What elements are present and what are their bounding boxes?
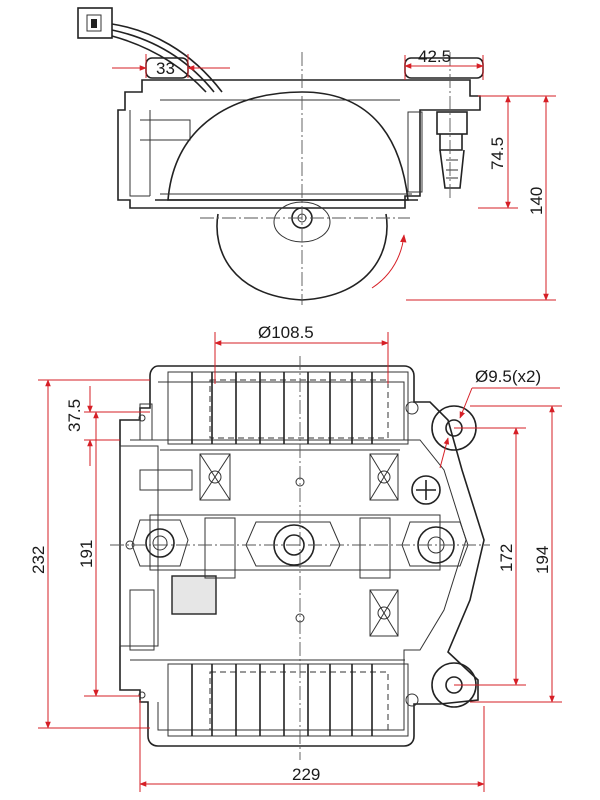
top-view: Ø108.5 Ø9.5(x2) 37.5 232	[29, 323, 562, 792]
dim-42-5-label: 42.5	[418, 47, 451, 66]
dimension-diameter-108-5: Ø108.5	[214, 323, 389, 384]
dimension-194: 194	[470, 405, 562, 703]
dim-33-label: 33	[156, 59, 175, 78]
electrical-connector	[77, 7, 223, 93]
dim-diameter-108-5-label: Ø108.5	[258, 323, 314, 342]
dim-172-label: 172	[497, 544, 516, 572]
dim-194-label: 194	[533, 546, 552, 574]
dim-229-label: 229	[292, 765, 320, 784]
mounting-ear-top	[405, 401, 477, 451]
dim-191-label: 191	[77, 540, 96, 568]
dimension-42-5: 42.5	[404, 47, 484, 80]
motor-hub-right	[401, 521, 469, 567]
dimension-diameter-9-5: Ø9.5(x2)	[439, 367, 560, 469]
motor-hub-left	[131, 519, 189, 567]
dimension-33: 33	[112, 54, 230, 78]
side-view: 33 42.5 74.5 140	[77, 7, 556, 305]
dimension-191: 191	[77, 411, 140, 697]
dimension-140: 140	[406, 95, 556, 301]
blower-housing-top	[119, 365, 485, 747]
dim-37-5-label: 37.5	[65, 399, 84, 432]
dim-74-5-label: 74.5	[488, 137, 507, 170]
dimension-232: 232	[29, 379, 150, 729]
fan-wheel-side	[216, 201, 407, 301]
dim-140-label: 140	[527, 187, 546, 215]
dimension-37-5: 37.5	[65, 386, 150, 466]
motor-hub-center	[245, 521, 341, 567]
dim-diameter-9-5-label: Ø9.5(x2)	[475, 367, 541, 386]
dimension-229: 229	[139, 700, 485, 792]
dim-232-label: 232	[29, 546, 48, 574]
dimension-172: 172	[454, 427, 526, 686]
blower-housing-side	[117, 57, 484, 209]
dimension-74-5: 74.5	[478, 95, 518, 209]
